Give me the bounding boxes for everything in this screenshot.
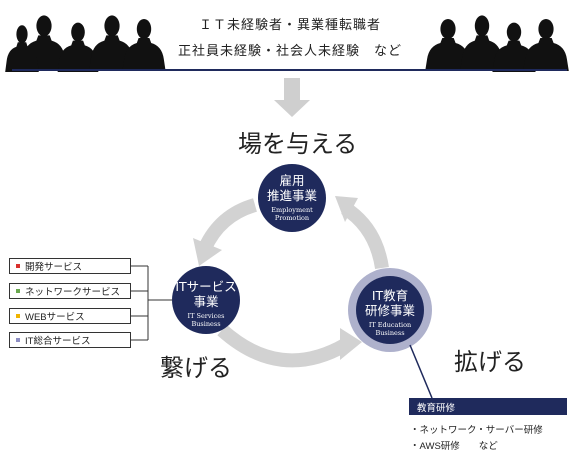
it-services-sub-2: Business xyxy=(191,320,221,328)
employment-title-2: 推進事業 xyxy=(266,188,317,203)
green-square-icon xyxy=(16,289,20,293)
people-silhouettes-left xyxy=(5,15,166,73)
cycle-arrows xyxy=(198,198,389,368)
arrowhead-employment-icon xyxy=(335,196,358,222)
education-connector xyxy=(409,344,433,399)
arc-employment-to-services xyxy=(198,198,258,252)
it-services-title-2: 事業 xyxy=(193,294,219,309)
it-education-title-1: IT教育 xyxy=(371,288,409,303)
service-label: ネットワークサービス xyxy=(25,287,121,298)
yellow-square-icon xyxy=(16,314,20,318)
arc-education-to-employment xyxy=(340,202,389,270)
service-box-network: ネットワークサービス xyxy=(9,283,131,299)
education-item-aws: ・AWS研修 など xyxy=(410,441,498,452)
it-education-sub-1: IT Education xyxy=(368,321,412,329)
it-services-sub-1: IT Services xyxy=(187,312,225,320)
down-arrow-icon xyxy=(274,78,310,117)
header-line-2: 正社員未経験・社会人未経験 など xyxy=(177,44,402,59)
service-label: 開発サービス xyxy=(25,262,83,273)
it-services-circle-text: ITサービス 事業 IT Services Business xyxy=(168,279,244,328)
employment-title-1: 雇用 xyxy=(279,173,305,188)
education-title-box: 教育研修 xyxy=(409,398,567,415)
it-education-circle xyxy=(356,276,424,344)
employment-sub-2: Promotion xyxy=(274,214,310,222)
employment-circle xyxy=(258,164,326,232)
services-bracket xyxy=(131,265,172,341)
employment-circle-text: 雇用 推進事業 Employment Promotion xyxy=(258,173,326,222)
red-square-icon xyxy=(16,264,20,268)
label-connect: 繋げる xyxy=(160,354,232,382)
people-silhouettes-right xyxy=(425,15,569,72)
it-services-title-1: ITサービス xyxy=(175,279,237,294)
cycle-arrowheads xyxy=(193,196,362,360)
purple-square-icon xyxy=(16,338,20,342)
arc-services-to-education xyxy=(217,324,349,368)
service-box-web: WEBサービス xyxy=(9,308,131,324)
service-box-development: 開発サービス xyxy=(9,258,131,274)
it-education-title-2: 研修事業 xyxy=(364,303,415,318)
service-label: WEBサービス xyxy=(25,312,85,323)
employment-sub-1: Employment xyxy=(271,206,313,214)
it-education-sub-2: Business xyxy=(375,329,405,337)
service-label: IT総合サービス xyxy=(25,336,91,347)
arrowhead-education-icon xyxy=(340,328,362,360)
it-services-circle xyxy=(172,266,240,334)
label-give-place: 場を与える xyxy=(238,130,358,158)
it-education-circle-text: IT教育 研修事業 IT Education Business xyxy=(354,288,426,337)
arrowhead-services-icon xyxy=(193,238,222,266)
label-expand: 拡げる xyxy=(454,348,526,376)
education-item-network-server: ・ネットワーク・サーバー研修 xyxy=(410,425,543,436)
service-box-it-general: IT総合サービス xyxy=(9,332,131,348)
header-line-1: ＩＴ未経験者・異業種転職者 xyxy=(198,18,381,33)
